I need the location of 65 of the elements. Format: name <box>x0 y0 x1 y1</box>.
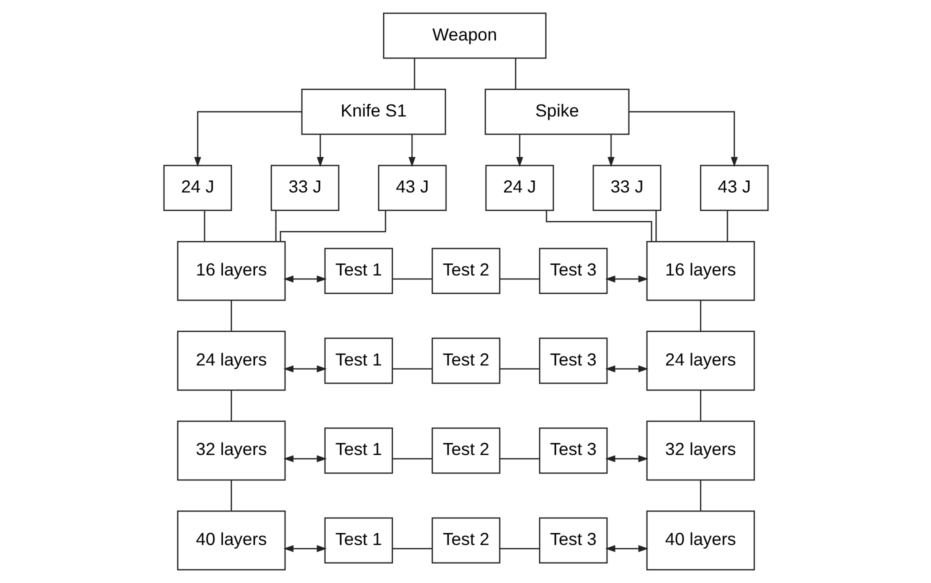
connector <box>545 210 652 242</box>
arrow <box>316 134 324 167</box>
arrow <box>282 455 326 462</box>
node-box: Test 3 <box>538 338 608 384</box>
connector <box>700 480 701 511</box>
node-box: 24 layers <box>176 330 286 391</box>
node-box: 32 layers <box>646 420 754 481</box>
arrow <box>194 111 302 167</box>
arrow <box>282 365 326 372</box>
arrow <box>604 455 648 462</box>
connector <box>499 368 540 370</box>
node-box: Spike <box>484 88 629 135</box>
arrow <box>516 134 523 167</box>
arrow <box>607 134 614 167</box>
node-box: 16 layers <box>176 240 286 301</box>
connector <box>230 480 232 511</box>
node-box: Knife S1 <box>300 88 446 135</box>
connector <box>654 210 656 242</box>
connector <box>499 278 540 280</box>
connector <box>700 390 701 421</box>
arrow <box>282 545 326 552</box>
connector <box>726 210 728 242</box>
connector <box>230 300 232 331</box>
connector <box>274 210 276 242</box>
node-box: Test 2 <box>431 517 500 564</box>
connector <box>279 210 386 242</box>
connector <box>392 278 432 280</box>
connector <box>203 210 205 242</box>
node-box: Test 1 <box>324 338 392 384</box>
node-box: Test 2 <box>431 248 500 294</box>
node-box: 24 J <box>484 164 554 211</box>
connector <box>514 58 516 89</box>
node-box: 32 layers <box>176 420 286 481</box>
arrow <box>282 276 326 283</box>
node-box: Test 1 <box>324 248 392 294</box>
node-box: Test 1 <box>324 517 392 564</box>
node-box: 33 J <box>270 164 339 211</box>
node-box: Weapon <box>382 12 546 59</box>
node-box: 40 layers <box>176 510 286 570</box>
connector <box>499 458 540 460</box>
node-box: 40 layers <box>646 510 754 570</box>
node-box: Test 1 <box>324 428 392 474</box>
node-box: Test 2 <box>431 338 500 384</box>
node-box: 16 layers <box>646 240 754 301</box>
node-box: Test 3 <box>538 428 608 474</box>
node-box: 24 layers <box>646 330 754 391</box>
node-box: Test 2 <box>431 428 500 474</box>
arrow <box>604 365 648 372</box>
node-box: Test 3 <box>538 517 608 564</box>
connector <box>392 368 432 370</box>
arrow <box>604 545 648 552</box>
connector <box>392 548 432 550</box>
connector <box>230 390 232 421</box>
arrow <box>408 134 416 167</box>
arrow <box>604 276 648 283</box>
connector <box>413 58 415 89</box>
connector <box>700 300 701 331</box>
node-box: 24 J <box>162 164 232 211</box>
connector <box>499 548 540 550</box>
node-box: 33 J <box>592 164 661 211</box>
arrow <box>628 111 738 167</box>
node-box: 43 J <box>378 164 446 211</box>
node-box: Test 3 <box>538 248 608 294</box>
node-box: 43 J <box>700 164 768 211</box>
connector <box>392 458 432 460</box>
